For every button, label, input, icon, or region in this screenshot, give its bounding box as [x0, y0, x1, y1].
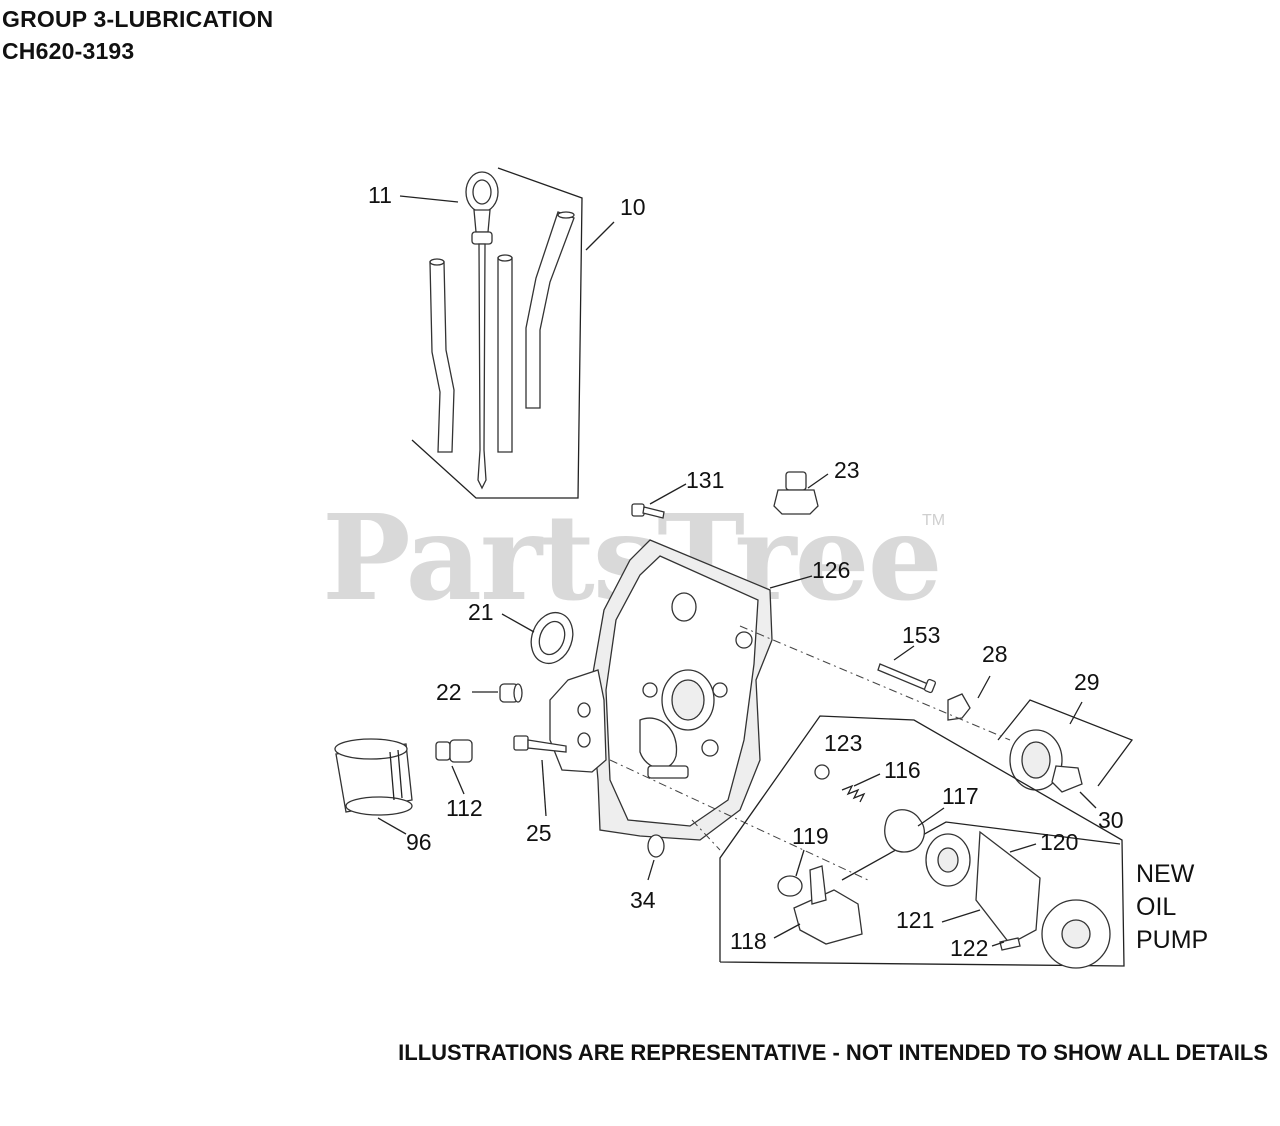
callout-29[interactable]: 29 [1074, 669, 1100, 695]
new-oil-pump-inset[interactable] [719, 715, 1125, 969]
callout-131[interactable]: 131 [686, 467, 724, 493]
oil-pressure-switch[interactable] [773, 471, 819, 515]
callout-121[interactable]: 121 [896, 907, 934, 933]
dipstick-group[interactable] [411, 167, 583, 499]
callout-28[interactable]: 28 [982, 641, 1008, 667]
o-ring-34[interactable] [647, 834, 665, 858]
retainer-28[interactable] [947, 693, 971, 721]
bolt-25[interactable] [513, 735, 567, 753]
callout-34[interactable]: 34 [630, 887, 656, 913]
callout-10[interactable]: 10 [620, 194, 646, 220]
callout-21[interactable]: 21 [468, 599, 494, 625]
inset-label-line: PUMP [1136, 926, 1209, 954]
callout-126[interactable]: 126 [812, 557, 850, 583]
diagram-title: GROUP 3-LUBRICATION [2, 6, 274, 32]
callout-11[interactable]: 11 [368, 182, 392, 208]
oil-seal[interactable] [524, 607, 579, 670]
filter-adapter-nipple[interactable] [435, 739, 473, 763]
callout-122[interactable]: 122 [950, 935, 988, 961]
inset-label-line: OIL [1136, 893, 1177, 921]
callout-123[interactable]: 123 [824, 730, 862, 756]
pin-153[interactable] [877, 663, 937, 694]
callout-112[interactable]: 112 [446, 795, 483, 821]
callout-25[interactable]: 25 [526, 820, 552, 846]
callout-22[interactable]: 22 [436, 679, 462, 705]
callout-96[interactable]: 96 [406, 829, 432, 855]
callout-153[interactable]: 153 [902, 622, 940, 648]
callout-117[interactable]: 117 [942, 783, 979, 809]
callout-30[interactable]: 30 [1098, 807, 1124, 833]
callout-23[interactable]: 23 [834, 457, 860, 483]
callout-118[interactable]: 118 [730, 928, 767, 954]
bolt-131[interactable] [631, 503, 665, 519]
inset-label-line: NEW [1136, 860, 1195, 888]
oil-pump-rotor-group[interactable] [997, 699, 1134, 793]
oil-filter[interactable] [334, 738, 413, 816]
trademark-mark: TM [922, 512, 946, 529]
plug-22[interactable] [499, 683, 523, 703]
new-oil-pump-label: NEW OIL PUMP [1136, 858, 1208, 957]
callout-116[interactable]: 116 [884, 757, 921, 783]
model-number: CH620-3193 [2, 38, 135, 64]
closure-plate[interactable] [549, 539, 773, 841]
callout-119[interactable]: 119 [792, 823, 829, 849]
disclaimer-footer: ILLUSTRATIONS ARE REPRESENTATIVE - NOT I… [398, 1040, 1268, 1065]
callout-120[interactable]: 120 [1040, 829, 1078, 855]
